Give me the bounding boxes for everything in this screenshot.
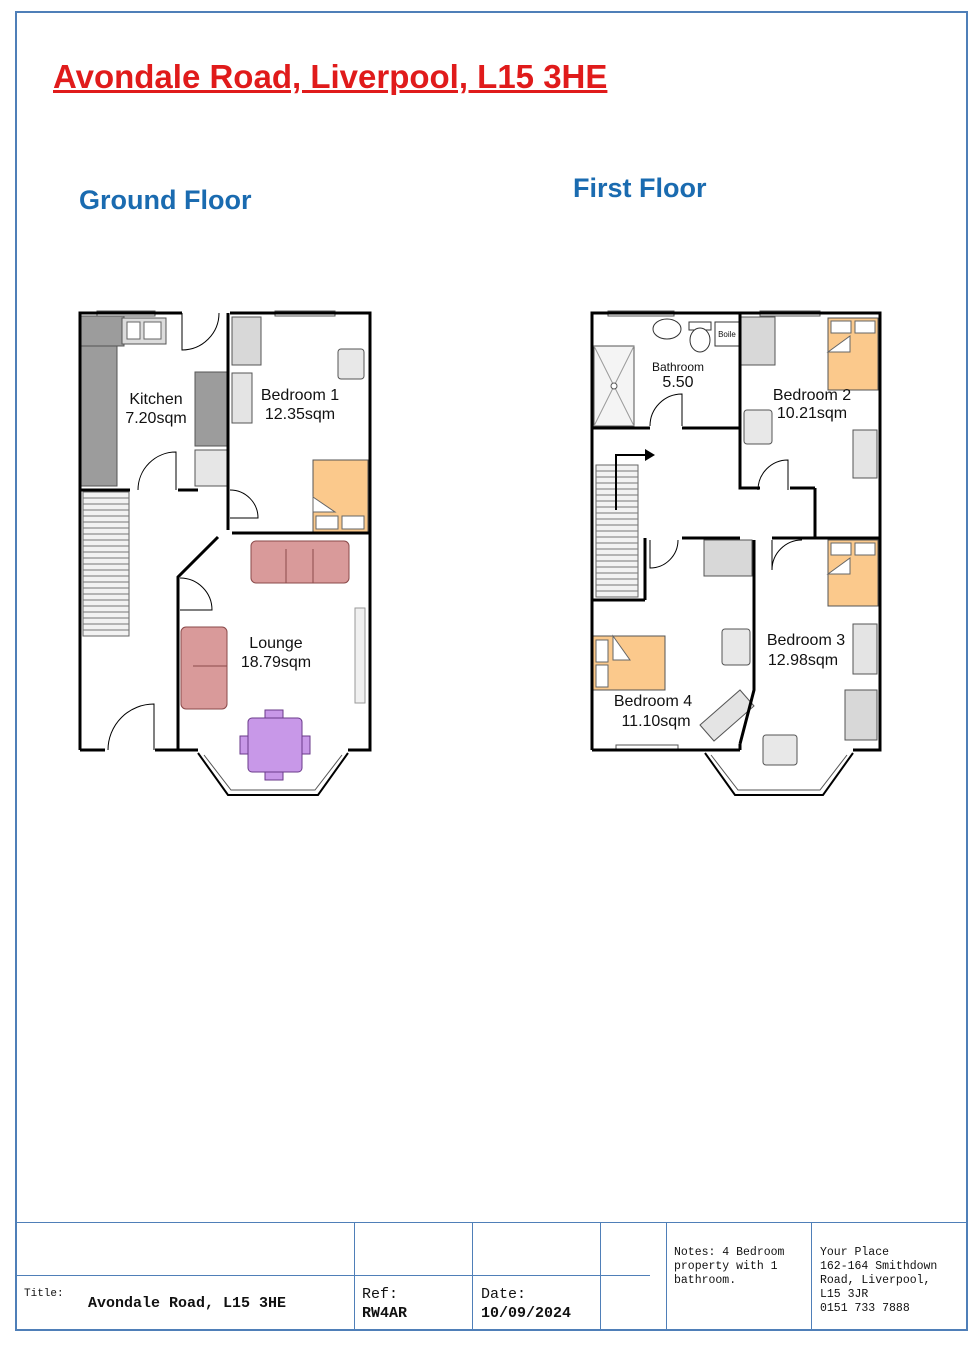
floor-plans: Kitchen 7.20sqm Bedroom 1 12.35sqm Loung…	[78, 310, 882, 796]
pillow	[341, 515, 365, 530]
title-block: Title: Avondale Road, L15 3HE Ref: RW4AR…	[16, 1222, 967, 1331]
chair-icon	[337, 348, 365, 380]
notes-text: Notes: 4 Bedroom property with 1 bathroo…	[674, 1246, 785, 1287]
fireplace-icon	[354, 607, 366, 704]
ref-value: RW4AR	[362, 1305, 408, 1322]
page-frame	[15, 11, 968, 1331]
chair-icon	[239, 735, 249, 755]
kitchen-name: Kitchen	[129, 391, 182, 408]
kitchen-area: 7.20sqm	[125, 410, 186, 427]
chair-icon	[762, 734, 798, 766]
ground-doors	[107, 312, 259, 751]
bay-window	[704, 752, 854, 796]
ground-floor-plan: Kitchen 7.20sqm Bedroom 1 12.35sqm Loung…	[78, 310, 372, 796]
kitchen-unit	[194, 371, 229, 447]
kitchen-worktop-side	[80, 345, 118, 487]
drain-icon	[610, 382, 618, 390]
bedroom3-name: Bedroom 3	[767, 632, 845, 649]
wardrobe-icon	[844, 689, 878, 741]
bedroom1-area: 12.35sqm	[265, 406, 335, 423]
date-value: 10/09/2024	[481, 1305, 572, 1322]
wardrobe-icon	[231, 316, 262, 366]
pillow	[830, 542, 852, 556]
bed-sheet	[826, 335, 851, 353]
company-postcode: L15 3JR	[820, 1288, 869, 1301]
basin-icon	[652, 318, 682, 340]
bed-sheet	[612, 634, 631, 661]
desk-icon	[699, 689, 755, 742]
bedroom4-area: 11.10sqm	[621, 713, 690, 730]
sink-bowl	[143, 321, 162, 340]
title-caption: Title:	[24, 1288, 64, 1300]
lounge-area: 18.79sqm	[241, 654, 311, 671]
boiler-label: Boile	[718, 330, 736, 339]
divider	[354, 1223, 355, 1331]
divider	[600, 1223, 601, 1331]
bed-sheet	[826, 557, 851, 575]
company-details: Your Place 162-164 Smithdown Road, Liver…	[820, 1246, 965, 1316]
divider	[472, 1223, 473, 1331]
fridge-icon	[194, 449, 229, 487]
bedroom4-name: Bedroom 4	[614, 693, 692, 710]
divider	[811, 1223, 812, 1331]
bathroom-name: Bathroom	[652, 360, 704, 374]
bedroom2-name: Bedroom 2	[773, 387, 851, 404]
pillow	[595, 639, 609, 663]
bedroom2-area: 10.21sqm	[777, 405, 847, 422]
bay-window-inner	[710, 754, 848, 791]
first-floor-plan: Boile	[590, 310, 882, 796]
pillow	[854, 542, 876, 556]
date-caption: Date:	[481, 1286, 527, 1303]
arrow-head-icon	[645, 449, 655, 461]
chair-icon	[743, 409, 773, 445]
first-walls	[590, 311, 882, 752]
sink-bowl	[126, 321, 141, 340]
desk-icon	[852, 429, 878, 479]
bedroom3-area: 12.98sqm	[768, 652, 838, 669]
company-address-line2: Road, Liverpool,	[820, 1274, 931, 1287]
first-floor-heading: First Floor	[573, 173, 707, 203]
pillow	[315, 515, 339, 530]
property-title: Avondale Road, Liverpool, L15 3HE	[53, 58, 608, 95]
chair-icon	[721, 628, 751, 666]
lounge-name: Lounge	[249, 635, 302, 652]
armchair-sofa-icon	[180, 626, 228, 710]
chair-icon	[264, 709, 284, 719]
first-doors	[649, 393, 803, 571]
chair-icon	[301, 735, 311, 755]
company-name: Your Place	[820, 1246, 890, 1259]
pillow	[595, 664, 609, 688]
divider	[16, 1275, 650, 1276]
divider	[666, 1223, 667, 1331]
bedroom1-name: Bedroom 1	[261, 387, 339, 404]
bathroom-area: 5.50	[662, 374, 693, 391]
ref-caption: Ref:	[362, 1286, 399, 1303]
sofa-icon	[250, 540, 350, 584]
pillow	[854, 320, 876, 334]
kitchen-worktop	[80, 315, 125, 347]
toilet-icon	[689, 327, 711, 353]
stair-arrow	[615, 454, 646, 510]
company-address-line1: 162-164 Smithdown	[820, 1260, 938, 1273]
title-value: Avondale Road, L15 3HE	[88, 1295, 287, 1312]
desk-icon	[852, 623, 878, 675]
bay-window-inner	[203, 754, 343, 791]
dresser-icon	[231, 372, 253, 424]
ground-walls	[78, 311, 372, 752]
chest-icon	[703, 539, 753, 577]
first-stairs	[595, 449, 655, 598]
bay-window	[197, 752, 349, 796]
ground-floor-heading: Ground Floor	[79, 185, 252, 215]
dining-table-icon	[247, 717, 303, 773]
pillow	[830, 320, 852, 334]
chair-icon	[264, 771, 284, 781]
company-phone: 0151 733 7888	[820, 1302, 910, 1315]
bed-sheet	[312, 496, 337, 513]
wardrobe-icon	[740, 316, 776, 366]
ground-stairs	[82, 491, 130, 637]
